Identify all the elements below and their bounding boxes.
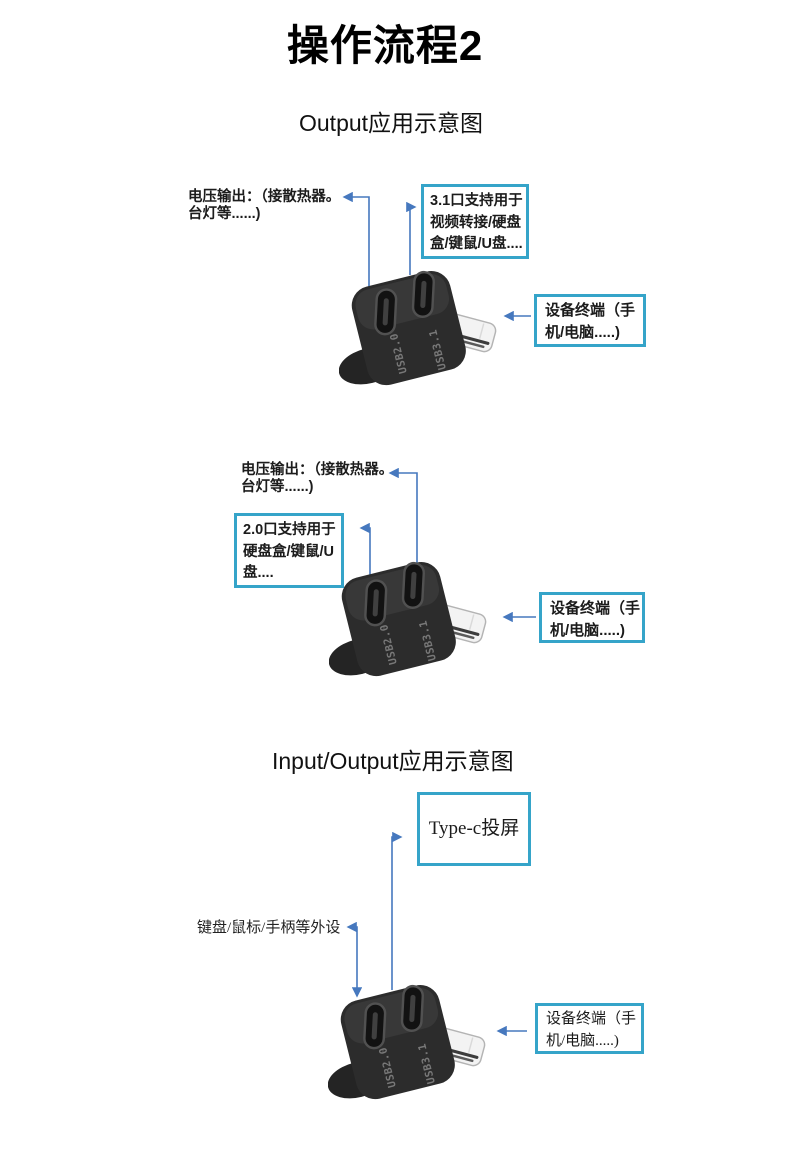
usb-adapter-image-2: USB2.0 USB3.1: [329, 561, 487, 677]
usb20-support-box: 2.0口支持用于 硬盘盒/键鼠/U 盘....: [234, 513, 344, 588]
text-line: 台灯等......): [188, 205, 261, 222]
text-line: 机/电脑.....): [545, 323, 621, 341]
text-line: 设备终端（手: [550, 600, 641, 617]
text-line: 2.0口支持用于: [243, 522, 336, 538]
adapter-body: USB2.0 USB3.1: [351, 270, 466, 386]
voltage-output-label-2: 电压输出：（接散热器。 台灯等......): [241, 462, 393, 495]
voltage-output-label: 电压输出：（接散热器。 台灯等......): [188, 189, 340, 222]
section-title-output: Output应用示意图: [299, 110, 484, 136]
text-line: 机/电脑.....): [546, 1032, 619, 1049]
text-line: 机/电脑.....): [550, 621, 626, 639]
page-title: 操作流程2: [286, 22, 484, 69]
arrow-d1-usb31-box: [406, 201, 417, 275]
peripherals-label: 键盘/鼠标/手柄等外设: [197, 920, 341, 936]
usbc-female-port-31: [411, 270, 435, 318]
arrow-d3-typec-box: [391, 831, 403, 990]
text-line: 盒/键鼠/U盘....: [430, 236, 523, 252]
arrow-d2-voltage: [388, 467, 418, 570]
usbc-female-port-20: [364, 579, 388, 627]
usbc-female-port-31: [400, 984, 424, 1032]
usbc-female-port-20: [374, 288, 398, 336]
usb-adapter-image-1: USB2.0 USB3.1: [339, 270, 497, 386]
usbc-female-port-31: [401, 561, 425, 609]
device-terminal-box-1: 设备终端（手 机/电脑.....): [534, 294, 646, 347]
text-line: 盘....: [243, 565, 274, 581]
typec-cast-box: Type-c投屏: [417, 792, 531, 866]
device-terminal-box-3: 设备终端（手 机/电脑.....): [535, 1003, 644, 1054]
text-line: Type-c投屏: [428, 818, 520, 840]
text-line: 3.1口支持用于: [430, 193, 523, 209]
text-line: 视频转接/硬盘: [430, 214, 522, 231]
text-line: 电压输出：（接散热器。: [188, 189, 341, 205]
text-line: 台灯等......): [241, 478, 314, 495]
adapter-body: USB2.0 USB3.1: [340, 984, 455, 1100]
usb-adapter-image-3: USB2.0 USB3.1: [328, 984, 486, 1100]
text-line: 设备终端（手: [545, 302, 636, 319]
usbc-female-port-20: [363, 1002, 387, 1050]
adapter-body: USB2.0 USB3.1: [341, 561, 456, 677]
usb31-support-box: 3.1口支持用于 视频转接/硬盘 盒/键鼠/U盘....: [421, 184, 529, 259]
text-line: 设备终端（手: [546, 1011, 637, 1027]
text-line: 电压输出：（接散热器。: [241, 462, 394, 478]
section-title-io: Input/Output应用示意图: [272, 748, 514, 774]
device-terminal-box-2: 设备终端（手 机/电脑.....): [539, 592, 645, 643]
text-line: 硬盘盒/键鼠/U: [243, 543, 335, 560]
